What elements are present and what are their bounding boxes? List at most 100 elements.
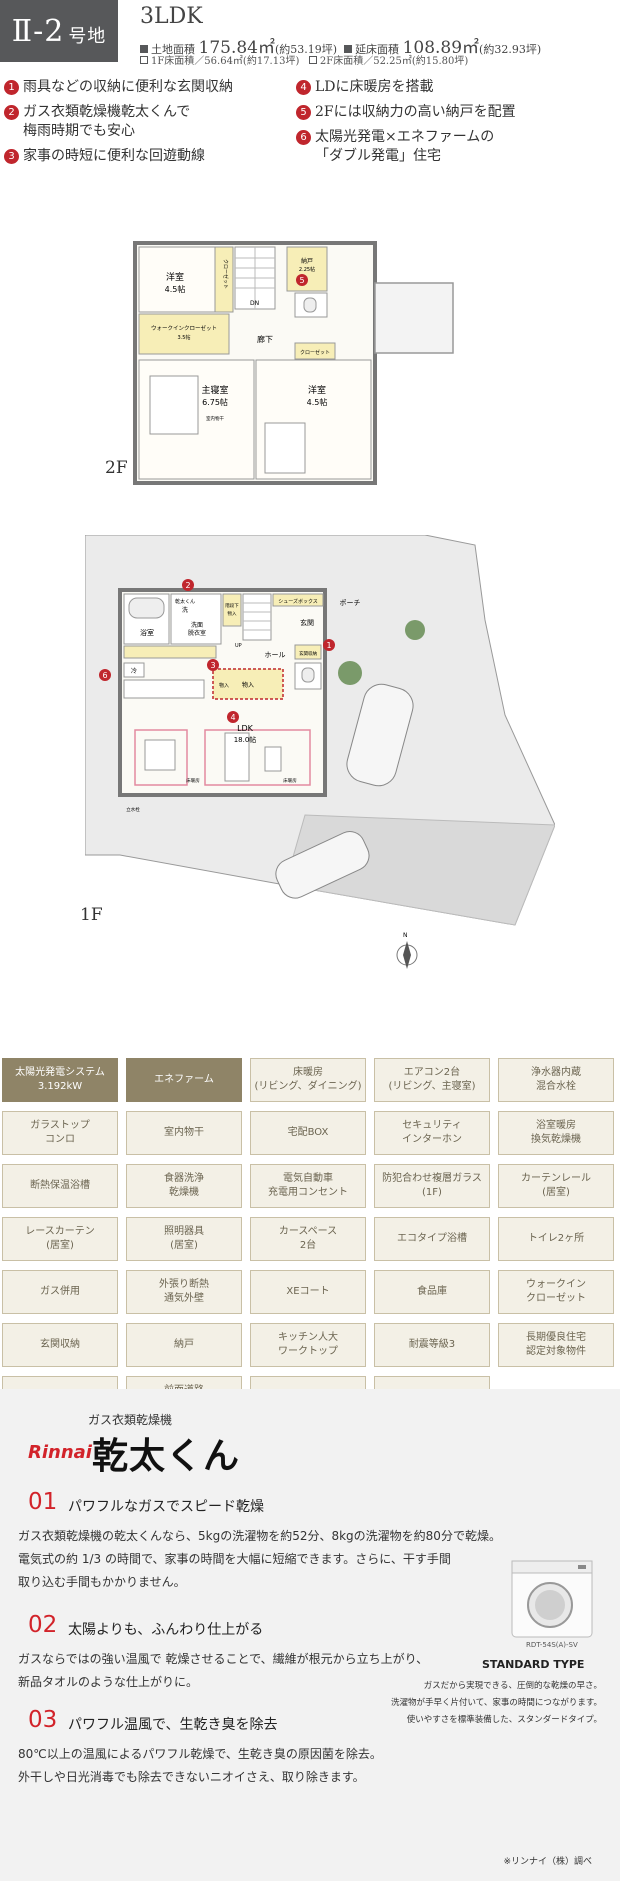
label-up: UP [235, 643, 242, 649]
square-outline-icon [308, 56, 317, 64]
label-fridge: 冷 [131, 667, 137, 675]
feature-text: LDに床暖房を搭載 [315, 79, 434, 95]
equipment-item: 照明器具 (居室) [126, 1217, 242, 1261]
feature-text: 2Fには収納力の高い納戸を配置 [315, 104, 516, 120]
badge-6-num: 6 [102, 671, 107, 680]
equipment-item: 食品庫 [374, 1270, 490, 1314]
equipment-item: エアコン2台 (リビング、主寝室) [374, 1058, 490, 1102]
land-area-value: 175.84㎡ [198, 38, 275, 58]
point-2-title: 太陽よりも、ふんわり仕上がる [68, 1622, 264, 1638]
equipment-item: 床暖房 (リビング、ダイニング) [250, 1058, 366, 1102]
fridge [123, 662, 145, 678]
header: Ⅱ-2 号地 3LDK 土地面積 175.84㎡(約53.19坪) 延床面積 1… [0, 0, 620, 67]
label-storage: 物入 [228, 610, 237, 617]
point-1-number: 01 [28, 1489, 58, 1515]
label-floor-heat-1: 床暖房 [186, 777, 200, 784]
lot-suffix: 号地 [68, 26, 107, 47]
label-storage: 納戸 [301, 257, 313, 265]
label-porch: ポーチ [340, 599, 361, 607]
label-entrance: 玄関 [300, 618, 314, 627]
closet [214, 246, 234, 313]
equipment-item: 外張り断熱 通気外壁 [126, 1270, 242, 1314]
dryer-subtitle: ガス衣類乾燥機 [88, 1413, 173, 1427]
land-area-label: 土地面積 [151, 43, 195, 56]
stairs [234, 246, 276, 310]
label-closet-2: クローゼット [300, 349, 330, 356]
shoe-box [272, 593, 324, 607]
feature-number: 5 [296, 105, 311, 120]
floor-label-2f: 2F [105, 458, 128, 478]
equipment-item: 浄水器内蔵 混合水栓 [498, 1058, 614, 1102]
badge-3-num: 3 [210, 661, 215, 670]
badge-2-num: 2 [185, 581, 190, 590]
feature-number: 2 [4, 105, 19, 120]
point-1-title: パワフルなガスでスピード乾燥 [68, 1499, 264, 1515]
point-3-body: 80℃以上の温風によるパワフル乾燥で、生乾き臭の原因菌を除去。 外干しや日光消毒… [18, 1743, 382, 1789]
dining-table [144, 739, 176, 771]
floor-label-1f: 1F [80, 905, 103, 925]
point-3-line: 外干しや日光消毒でも除去できないニオイさえ、取り除きます。 [18, 1770, 365, 1784]
standard-type-line: 使いやすさを標準装備した、スタンダードタイプ。 [406, 1715, 602, 1725]
equipment-item: 室内物干 [126, 1111, 242, 1155]
standard-type-title: STANDARD TYPE [482, 1658, 585, 1671]
point-1-body: ガス衣類乾燥機の乾太くんなら、5kgの洗濯物を約52分、8kgの洗濯物を約80分… [18, 1525, 501, 1594]
layout-type: 3LDK [140, 4, 203, 29]
equipment-item: キッチン人大 ワークトップ [250, 1323, 366, 1367]
coffee-table [264, 746, 282, 772]
equipment-item: エコタイプ浴槽 [374, 1217, 490, 1261]
badge-1-num: 1 [326, 641, 331, 650]
equipment-item: XEコート [250, 1270, 366, 1314]
toilet-1f [294, 662, 322, 690]
equipment-item: 玄関収納 [2, 1323, 118, 1367]
label-master-size: 6.75帖 [202, 397, 228, 407]
label-floor-heat-2: 床暖房 [283, 777, 297, 784]
label-master: 主寝室 [201, 384, 228, 396]
point-2-line: 新品タオルのような仕上がりに。 [18, 1675, 199, 1689]
storage-room [286, 246, 328, 292]
point-2-line: ガスならではの強い温風で 乾燥させることで、繊維が根元から立ち上がり、 [18, 1652, 429, 1666]
point-1-line: 電気式の約 1/3 の時間で、家事の時間を大幅に短縮できます。さらに、干す手間 [18, 1552, 451, 1566]
label-ldk-size: 18.0帖 [234, 735, 257, 744]
label-hall: ホール [265, 651, 286, 659]
product-name: 乾太くん [92, 1436, 241, 1477]
bed [149, 375, 199, 435]
feature-text: 太陽光発電×エネファームの [315, 129, 495, 145]
pantry [123, 645, 217, 659]
equipment-item: 宅配BOX [250, 1111, 366, 1155]
area-summary: 土地面積 175.84㎡(約53.19坪) 延床面積 108.89㎡(約32.9… [140, 33, 541, 58]
label-west-room-size: 4.5帖 [165, 284, 186, 294]
equipment-item: 電気自動車 充電用コンセント [250, 1164, 366, 1208]
point-2-number: 02 [28, 1612, 58, 1638]
point-1-line: ガス衣類乾燥機の乾太くんなら、5kgの洗濯物を約52分、8kgの洗濯物を約80分… [18, 1529, 501, 1543]
equipment-item: セキュリティ インターホン [374, 1111, 490, 1155]
label-dn: DN [250, 300, 259, 307]
label-wash: 洗 [182, 606, 188, 614]
washroom [170, 593, 222, 645]
entrance-storage [294, 644, 322, 660]
equipment-item: レースカーテン (居室) [2, 1217, 118, 1261]
label-wic: ウォークインクローゼット [151, 324, 217, 332]
walk-in-closet [138, 313, 230, 355]
feature-number: 4 [296, 80, 311, 95]
floor-areas: 1F床面積／56.64㎡(約17.13坪) 2F床面積／52.25㎡(約15.8… [140, 52, 468, 67]
equipment-item: 耐震等級3 [374, 1323, 490, 1367]
badge-5 [296, 274, 308, 286]
label-dryer-rod: 室内物干 [206, 415, 224, 422]
equipment-item: ガラストップ コンロ [2, 1111, 118, 1155]
equipment-item: 納戸 [126, 1323, 242, 1367]
equipment-item: 浴室暖房 換気乾燥機 [498, 1111, 614, 1155]
tree-icon [338, 661, 362, 685]
equipment-item: エネファーム [126, 1058, 242, 1102]
badge-4-num: 4 [230, 713, 235, 722]
label-wic-size: 3.5帖 [178, 334, 191, 341]
equipment-item: 長期優良住宅 認定対象物件 [498, 1323, 614, 1367]
standard-type-line: ガスだから実現できる、圧倒的な乾燥の早さ。 [423, 1681, 602, 1691]
point-2-body: ガスならではの強い温風で 乾燥させることで、繊維が根元から立ち上がり、 新品タオ… [18, 1648, 428, 1694]
kitchen-counter [123, 679, 205, 699]
label-vending: 立水栓 [126, 806, 140, 813]
equipment-item: ガス併用 [2, 1270, 118, 1314]
sofa [224, 732, 250, 782]
